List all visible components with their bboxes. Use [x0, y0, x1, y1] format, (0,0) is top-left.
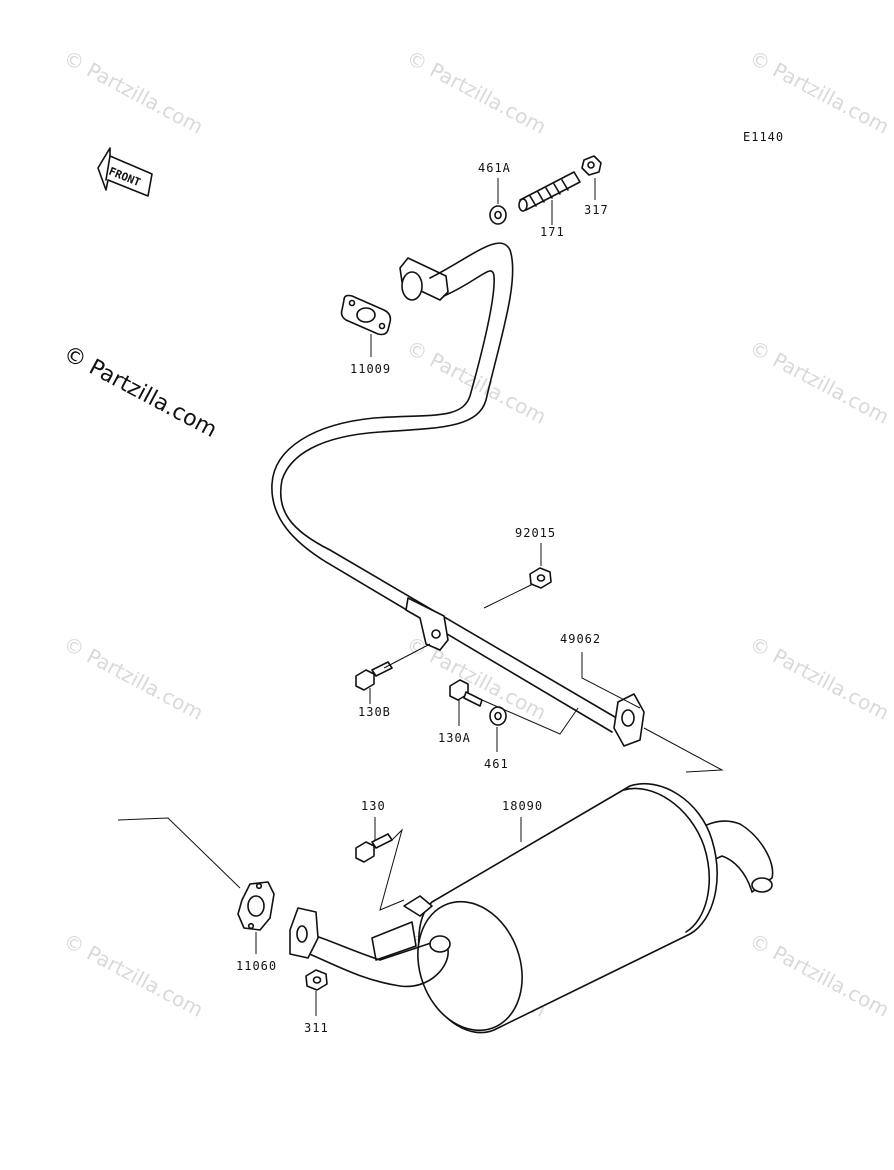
label-49062: 49062: [560, 632, 601, 646]
label-11009: 11009: [350, 362, 391, 376]
watermark-5: © Partzilla.com: [746, 335, 894, 429]
watermark-7: © Partzilla.com: [403, 631, 551, 725]
nut-311: [305, 969, 328, 991]
muffler-18090: [289, 783, 774, 1034]
label-317: 317: [584, 203, 609, 217]
watermark-3: © Partzilla.com: [746, 45, 894, 139]
label-461a: 461A: [478, 161, 511, 175]
watermark-11: © Partzilla.com: [746, 928, 894, 1022]
bolt-130a: [449, 679, 483, 707]
label-11060: 11060: [236, 959, 277, 973]
nut-317: [581, 155, 602, 176]
watermark-6: © Partzilla.com: [60, 631, 208, 725]
gasket-11060: [237, 881, 275, 931]
watermark-1: © Partzilla.com: [60, 45, 208, 139]
washer-461a: [489, 205, 507, 225]
label-130a: 130A: [438, 731, 471, 745]
label-130b: 130B: [358, 705, 391, 719]
label-461: 461: [484, 757, 509, 771]
label-171: 171: [540, 225, 565, 239]
bolt-130b: [355, 661, 393, 691]
gasket-11009: [340, 294, 392, 336]
front-arrow-icon: FRONT: [97, 147, 153, 197]
watermark-2: © Partzilla.com: [403, 45, 551, 139]
exhaust-pipe-49062: [271, 242, 645, 747]
nut-92015: [529, 567, 552, 589]
label-92015: 92015: [515, 526, 556, 540]
watermark-8: © Partzilla.com: [746, 631, 894, 725]
watermark-9: © Partzilla.com: [60, 928, 208, 1022]
part-labels: 461A 171 317 11009 92015 49062 130B 130A…: [236, 161, 609, 1035]
label-130: 130: [361, 799, 386, 813]
label-18090: 18090: [502, 799, 543, 813]
label-311: 311: [304, 1021, 329, 1035]
bolt-130: [355, 833, 393, 863]
leader-lines: [117, 178, 724, 1016]
stud-171: [518, 171, 581, 212]
diagram-code: E1140: [743, 130, 784, 144]
watermark-main: © Partzilla.com: [59, 341, 221, 443]
